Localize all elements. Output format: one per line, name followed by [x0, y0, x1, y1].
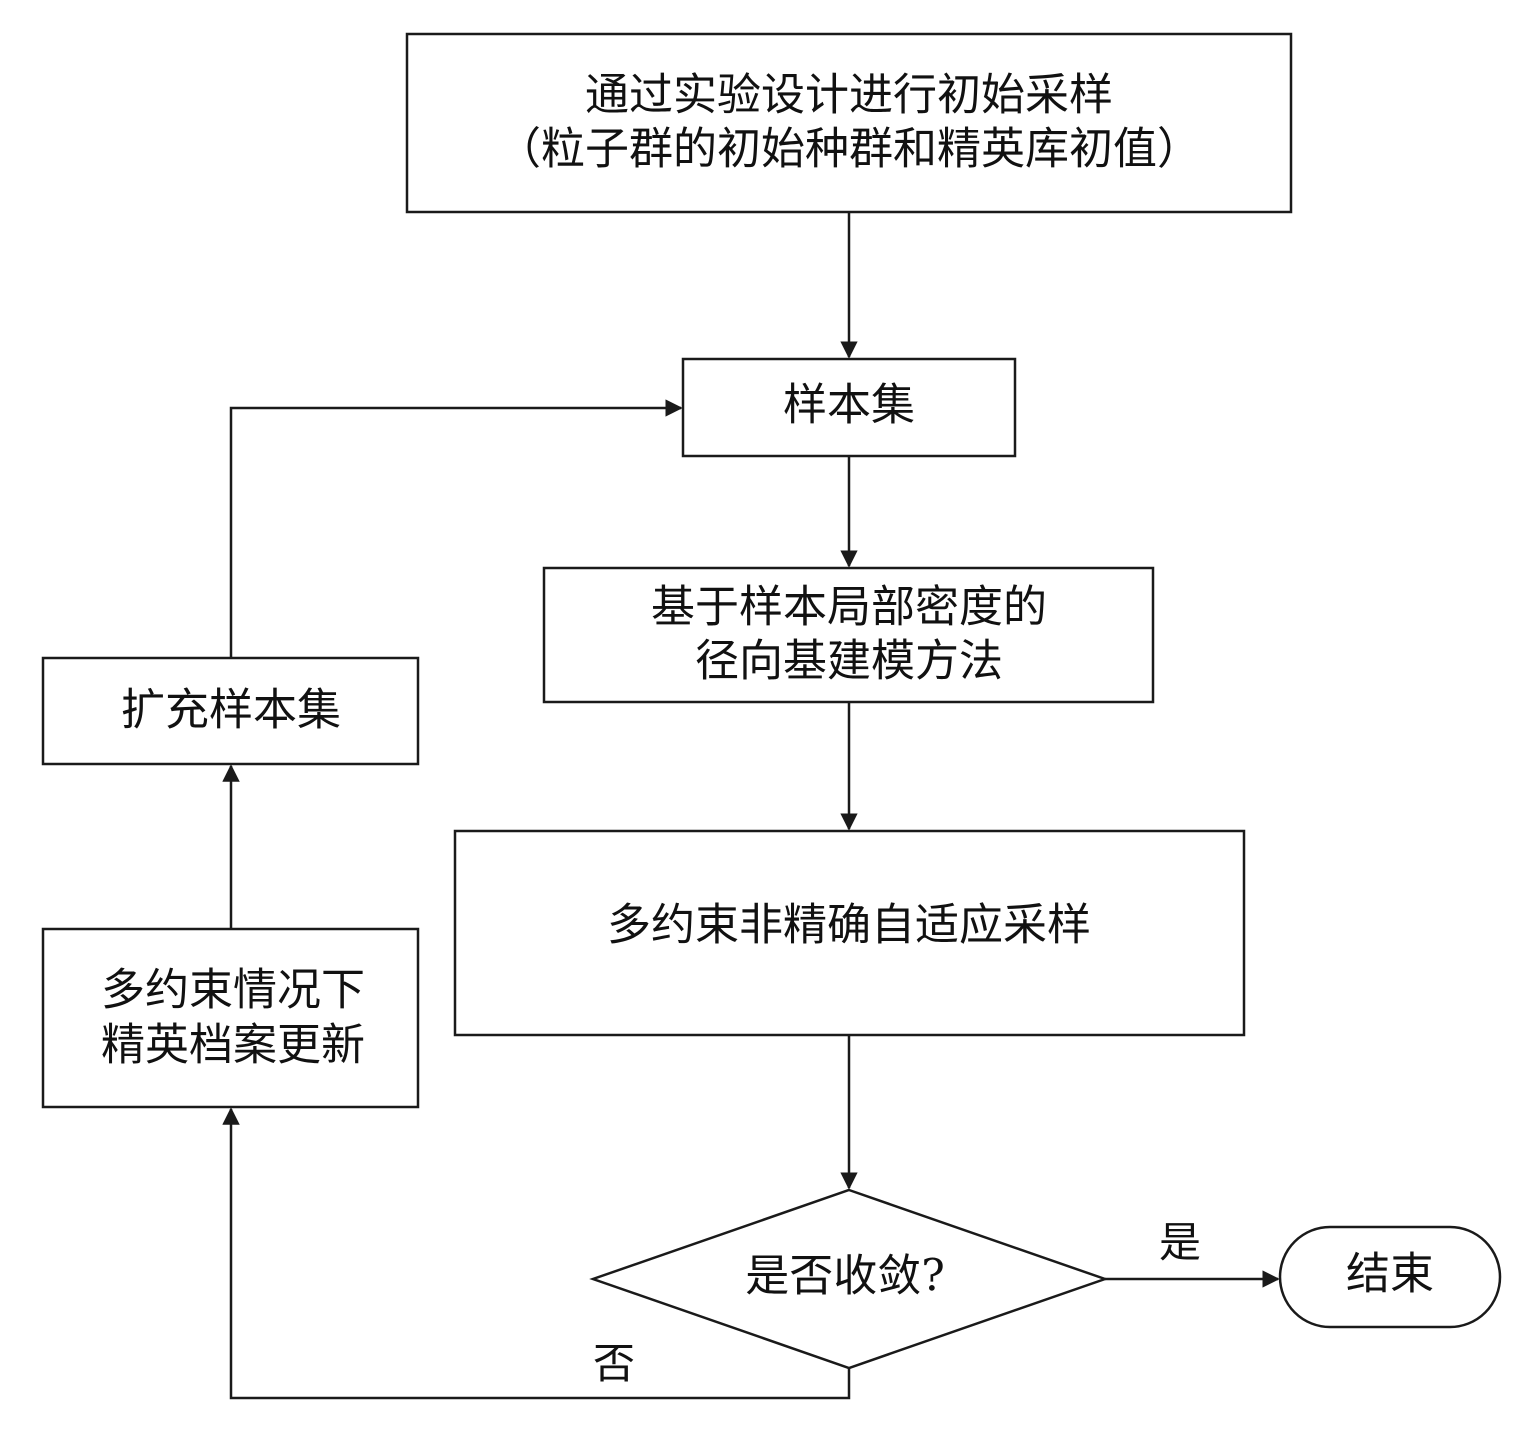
node-expand-samples: 扩充样本集: [41, 656, 420, 766]
node-sample-set: 样本集: [681, 357, 1017, 458]
elite-update-line-2: 精英档案更新: [101, 1020, 365, 1071]
node-rbf-modeling: 基于样本局部密度的 径向基建模方法: [542, 566, 1155, 704]
edge-label-yes: 是: [1159, 1218, 1201, 1267]
node-elite-update: 多约束情况下 精英档案更新: [41, 927, 420, 1109]
end-label: 结束: [1346, 1249, 1434, 1300]
node-initial-sampling: 通过实验设计进行初始采样 （粒子群的初始种群和精英库初值）: [405, 32, 1293, 214]
adaptive-sampling-label: 多约束非精确自适应采样: [607, 900, 1091, 951]
sample-set-label: 样本集: [783, 380, 915, 431]
adaptive-sampling-box: [453, 829, 1246, 1037]
elite-update-box: [41, 927, 420, 1109]
node-end: 结束: [1278, 1225, 1502, 1329]
rbf-modeling-line-1: 基于样本局部密度的: [651, 582, 1047, 633]
end-terminator: [1278, 1225, 1502, 1329]
node-adaptive-sampling: 多约束非精确自适应采样: [453, 829, 1246, 1037]
expand-samples-box: [41, 656, 420, 766]
edge-label-no: 否: [593, 1339, 635, 1388]
rbf-modeling-box: [542, 566, 1155, 704]
decision-label: 是否收敛?: [745, 1251, 945, 1302]
initial-sampling-box: [405, 32, 1293, 214]
sample-set-box: [681, 357, 1017, 458]
expand-samples-label: 扩充样本集: [121, 685, 341, 736]
edge-decision-no-to-elite-update: [222, 1107, 851, 1400]
initial-sampling-line-1: 通过实验设计进行初始采样: [585, 70, 1113, 121]
edge-expand-to-sample-set: [229, 399, 683, 658]
elite-update-line-1: 多约束情况下: [101, 965, 365, 1016]
initial-sampling-line-2: （粒子群的初始种群和精英库初值）: [497, 124, 1201, 175]
rbf-modeling-line-2: 径向基建模方法: [695, 636, 1003, 687]
node-converged-decision: 是否收敛?: [589, 1188, 1109, 1370]
